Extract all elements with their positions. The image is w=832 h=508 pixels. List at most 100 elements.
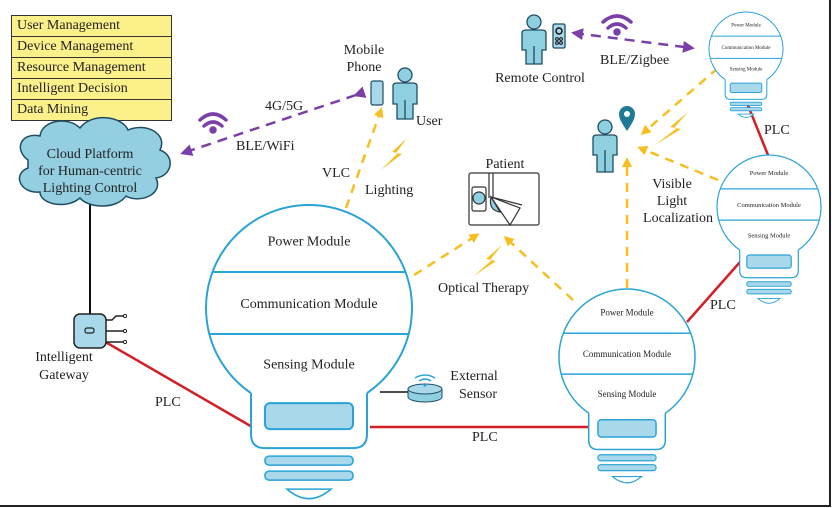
mid-lamp-bulb	[716, 154, 822, 251]
function-device-management: Device Management	[12, 37, 171, 58]
mid-lamp-communication-module-label: Communication Module	[737, 202, 801, 209]
main-lamp-communication-module-label: Communication Module	[240, 297, 377, 312]
location-pin-icon	[619, 106, 635, 131]
mobile-phone-icon	[370, 80, 384, 106]
cloud-platform: Cloud Platform for Human-centric Lightin…	[18, 116, 171, 207]
gateway-label-line-1: Intelligent	[35, 350, 93, 365]
main-lamp-base-window	[264, 402, 354, 431]
patient-bed-icon	[468, 172, 540, 227]
plc-label-1: PLC	[155, 395, 181, 410]
ble-zigbee-label: BLE/Zigbee	[600, 53, 669, 68]
right-lamp-base-window	[597, 419, 657, 438]
ble-zigbee-arrow	[571, 28, 695, 53]
gateway-box	[73, 313, 107, 349]
mid-lamp-sensing-module-label: Sensing Module	[748, 232, 791, 239]
vlc-label: VLC	[322, 166, 350, 181]
plc-line-gateway-lamp	[101, 338, 255, 430]
top-lamp-base-ring-2	[729, 107, 763, 112]
main-lamp-base-ring-1	[264, 455, 354, 466]
top-lamp-bulb	[708, 11, 784, 80]
function-resource-management: Resource Management	[12, 58, 171, 79]
right-lamp-bulb	[558, 288, 696, 414]
plc-line-right-lamp-mid-lamp	[686, 261, 741, 323]
function-user-management: User Management	[12, 16, 171, 37]
therapy-arrow-left	[413, 233, 480, 277]
mobile-user-group: Mobile Phone User	[344, 43, 443, 129]
cloud-label-line-1: Cloud Platform	[47, 147, 134, 162]
main-lamp-base-ring-2	[264, 470, 354, 481]
platform-function-table: User Management Device Management Resour…	[11, 15, 172, 121]
localized-user	[592, 106, 635, 173]
cloud-label-line-2: for Human-centric	[38, 164, 142, 179]
vlp-arrow-mid	[637, 146, 719, 182]
lighting-label: Lighting	[365, 183, 413, 198]
patient-label: Patient	[486, 157, 525, 172]
mid-lamp-base-ring-1	[746, 281, 792, 287]
vlp-arrow-top	[640, 67, 719, 135]
remote-control-label: Remote Control	[495, 71, 585, 86]
ble-wifi-label: BLE/WiFi	[236, 139, 295, 154]
plc-label-3: PLC	[710, 298, 736, 313]
lightning-icon-therapy	[474, 245, 502, 276]
gateway-label-line-2: Gateway	[39, 368, 89, 383]
function-intelligent-decision: Intelligent Decision	[12, 79, 171, 100]
patient-group: Patient	[468, 157, 540, 227]
sensor-signal-icon	[414, 374, 436, 388]
cloud-shape	[18, 116, 171, 207]
lightning-icons	[381, 112, 688, 276]
vlp-label-line-2: Light	[657, 194, 687, 209]
plc-label-4: PLC	[764, 123, 790, 138]
intelligent-gateway: Intelligent Gateway	[35, 313, 128, 383]
remote-control-icon	[552, 23, 566, 49]
remote-user-icon	[521, 14, 547, 65]
light-arrows	[344, 67, 719, 301]
right-lamp-power-module-label: Power Module	[600, 308, 653, 318]
gateway-antennas	[106, 315, 124, 343]
right-lamp-communication-module-label: Communication Module	[583, 349, 671, 359]
localized-user-icon	[592, 119, 618, 173]
cellular-label: 4G/5G	[265, 99, 303, 114]
mobile-label-line-1: Mobile	[344, 43, 384, 58]
mid-lamp-base-window	[746, 254, 792, 269]
plc-line-mid-lamp-top-lamp	[745, 102, 770, 156]
right-lamp-sensing-module-label: Sensing Module	[598, 389, 657, 399]
external-sensor-label-line-2: Sensor	[459, 387, 497, 402]
mid-lamp-base-tip	[756, 297, 782, 304]
mobile-label-line-2: Phone	[347, 60, 382, 75]
external-sensor: External Sensor	[380, 369, 498, 403]
user-label: User	[416, 114, 443, 129]
top-lamp-sensing-module-label: Sensing Module	[730, 68, 763, 73]
plc-label-2: PLC	[472, 430, 498, 445]
right-lamp-base-ring-2	[597, 464, 657, 472]
cloud-label-line-3: Lighting Control	[43, 181, 138, 196]
top-lamp-power-module-label: Power Module	[731, 24, 761, 29]
optical-therapy-label: Optical Therapy	[438, 281, 529, 296]
top-lamp-base-ring-1	[729, 101, 763, 106]
right-lamp-base-tip	[610, 475, 644, 484]
user-icon	[392, 67, 418, 120]
ble-wifi-arrow	[180, 86, 367, 156]
lightning-icon-vlp	[655, 112, 688, 145]
gateway-indicator	[84, 327, 95, 334]
main-lamp-bulb	[205, 204, 413, 394]
main-lamp-sensing-module-label: Sensing Module	[263, 357, 354, 372]
vlc-arrow	[344, 107, 384, 209]
main-lamp-power-module-label: Power Module	[268, 235, 351, 250]
main-lamp-base-tip	[284, 488, 334, 500]
top-lamp-communication-module-label: Communication Module	[721, 46, 771, 51]
mid-lamp-power-module-label: Power Module	[750, 170, 789, 177]
top-lamp-base-window	[729, 82, 763, 94]
top-lamp-base-tip	[737, 113, 755, 118]
remote-control-group: Remote Control	[495, 14, 585, 86]
function-data-mining: Data Mining	[17, 102, 89, 117]
wifi-icon-right	[601, 14, 633, 36]
external-sensor-label-line-1: External	[450, 369, 498, 384]
mid-lamp-base-ring-2	[746, 288, 792, 295]
lightning-icon-lighting	[381, 138, 407, 170]
vlp-label-line-3: Localization	[643, 211, 713, 226]
